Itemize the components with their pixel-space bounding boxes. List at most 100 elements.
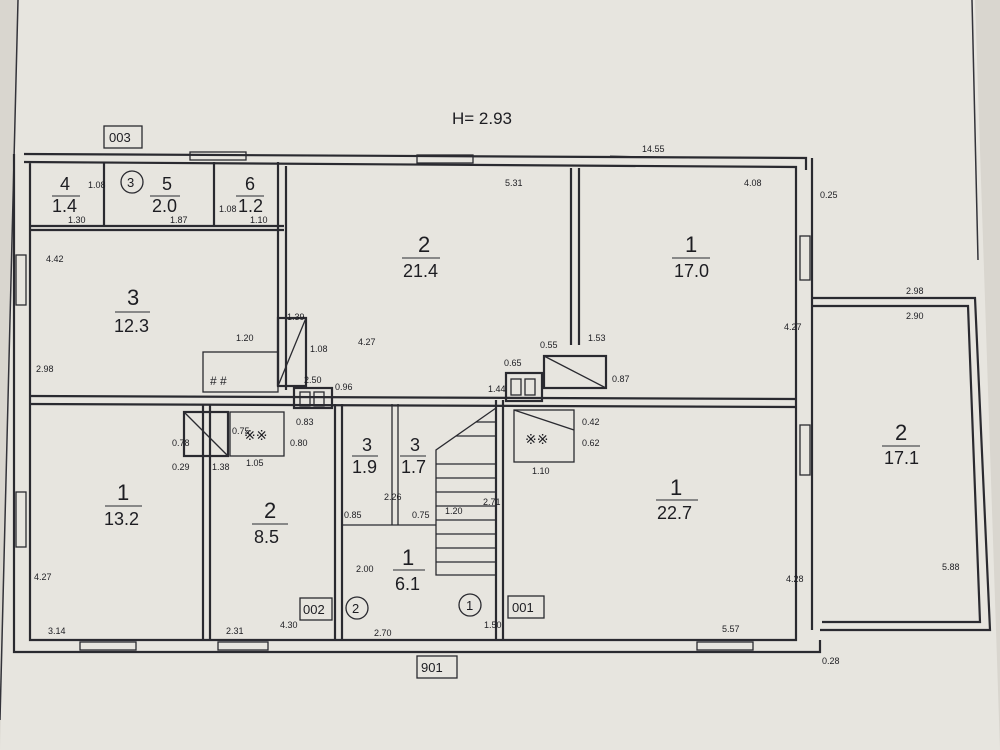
dim-298: 2.98 [36, 364, 54, 374]
room-2-veranda-area: 17.1 [884, 448, 919, 468]
room-3-left: 3 12.3 [114, 285, 150, 336]
dim-150: 1.50 [484, 620, 502, 630]
room-1-hall-area: 6.1 [395, 574, 420, 594]
dim-108-b: 1.08 [219, 204, 237, 214]
dim-187: 1.87 [170, 215, 188, 225]
room-6-area: 1.2 [238, 196, 263, 216]
dim-271: 2.71 [483, 497, 501, 507]
dim-085: 0.85 [344, 510, 362, 520]
dim-430: 4.30 [280, 620, 298, 630]
tag-901-text: 901 [421, 660, 443, 675]
dim-427-b: 4.27 [784, 322, 802, 332]
dim-078: 0.78 [172, 438, 190, 448]
room-1-hall: 1 6.1 [393, 545, 425, 594]
dim-042: 0.42 [582, 417, 600, 427]
dim-428: 4.28 [786, 574, 804, 584]
room-1-big-num: 1 [670, 475, 682, 500]
room-3-a: 3 1.9 [352, 435, 378, 477]
dim-270: 2.70 [374, 628, 392, 638]
room-4: 4 1.4 [52, 174, 80, 216]
room-2-mid-num: 2 [264, 498, 276, 523]
tag-901: 901 [416, 655, 458, 679]
dim-314: 3.14 [48, 626, 66, 636]
circle-marker-2-text: 2 [352, 601, 359, 616]
dim-062: 0.62 [582, 438, 600, 448]
room-4-area: 1.4 [52, 196, 77, 216]
room-3-a-area: 1.9 [352, 457, 377, 477]
stove-hatch-mark-2: ※※ [525, 431, 548, 447]
dim-120-b: 1.20 [445, 506, 463, 516]
room-1-top-right-area: 17.0 [674, 261, 709, 281]
dim-055: 0.55 [540, 340, 558, 350]
stove-hash-mark: # # [210, 374, 227, 388]
room-3-left-num: 3 [127, 285, 139, 310]
room-1-big-area: 22.7 [657, 503, 692, 523]
tag-001-text: 001 [512, 600, 534, 615]
dimension-labels: 5.31 4.08 0.25 4.42 1.30 1.87 1.10 1.08 … [34, 178, 960, 666]
room-1-left-area: 13.2 [104, 509, 139, 529]
dim-028: 0.28 [822, 656, 840, 666]
dim-096: 0.96 [335, 382, 353, 392]
room-1-top-right: 1 17.0 [672, 232, 710, 281]
paper-right-edge [971, 0, 979, 261]
room-2-top-area: 21.4 [403, 261, 438, 281]
windows [15, 151, 811, 651]
room-2-top-num: 2 [418, 232, 430, 257]
dim-120-a: 1.20 [236, 333, 254, 343]
dim-065: 0.65 [504, 358, 522, 368]
dim-408: 4.08 [744, 178, 762, 188]
room-5: 5 2.0 [150, 174, 180, 216]
stoves-and-chimneys [182, 316, 608, 463]
dim-083: 0.83 [296, 417, 314, 427]
room-2-mid-area: 8.5 [254, 527, 279, 547]
dim-531: 5.31 [505, 178, 523, 188]
dim-138: 1.38 [212, 462, 230, 472]
interior-walls [29, 162, 797, 640]
room-2-veranda: 2 17.1 [882, 420, 920, 468]
staircase [435, 407, 497, 576]
dim-427-a: 4.27 [358, 337, 376, 347]
room-3-b-num: 3 [410, 435, 420, 455]
room-1-hall-num: 1 [402, 545, 414, 570]
room-6: 6 1.2 [236, 174, 264, 216]
room-1-left: 1 13.2 [104, 480, 142, 529]
dim-108-c: 1.08 [310, 344, 328, 354]
tag-001: 001 [507, 595, 545, 619]
dim-250: 2.50 [304, 375, 322, 385]
tag-002-text: 002 [303, 602, 325, 617]
room-3-left-area: 12.3 [114, 316, 149, 336]
room-6-num: 6 [245, 174, 255, 194]
outer-walls [12, 152, 822, 654]
dim-153: 1.53 [588, 333, 606, 343]
dim-442: 4.42 [46, 254, 64, 264]
dim-110-a: 1.10 [250, 215, 268, 225]
room-1-left-num: 1 [117, 480, 129, 505]
dim-075-b: 0.75 [412, 510, 430, 520]
dim-108-a: 1.08 [88, 180, 106, 190]
dim-139: 1.39 [287, 312, 305, 322]
circle-marker-3-text: 3 [127, 175, 134, 190]
dim-105: 1.05 [246, 458, 264, 468]
tag-003-text: 003 [109, 130, 131, 145]
room-5-area: 2.0 [152, 196, 177, 216]
dim-130: 1.30 [68, 215, 86, 225]
room-5-num: 5 [162, 174, 172, 194]
dim-298-veranda: 2.98 [906, 286, 924, 296]
veranda-walls [812, 296, 992, 632]
circle-marker-2: 2 [345, 596, 369, 620]
circle-marker-1-text: 1 [466, 598, 473, 613]
dim-029: 0.29 [172, 462, 190, 472]
dim-025: 0.25 [820, 190, 838, 200]
tag-002: 002 [299, 597, 333, 621]
room-3-b-area: 1.7 [401, 457, 426, 477]
overall-dimension: 14.55 [642, 144, 665, 154]
ceiling-height-label: H= 2.93 [452, 109, 512, 128]
room-4-num: 4 [60, 174, 70, 194]
dim-226: 2.26 [384, 492, 402, 502]
room-3-a-num: 3 [362, 435, 372, 455]
paper-left-edge [0, 0, 19, 721]
dim-144: 1.44 [488, 384, 506, 394]
room-2-veranda-num: 2 [895, 420, 907, 445]
